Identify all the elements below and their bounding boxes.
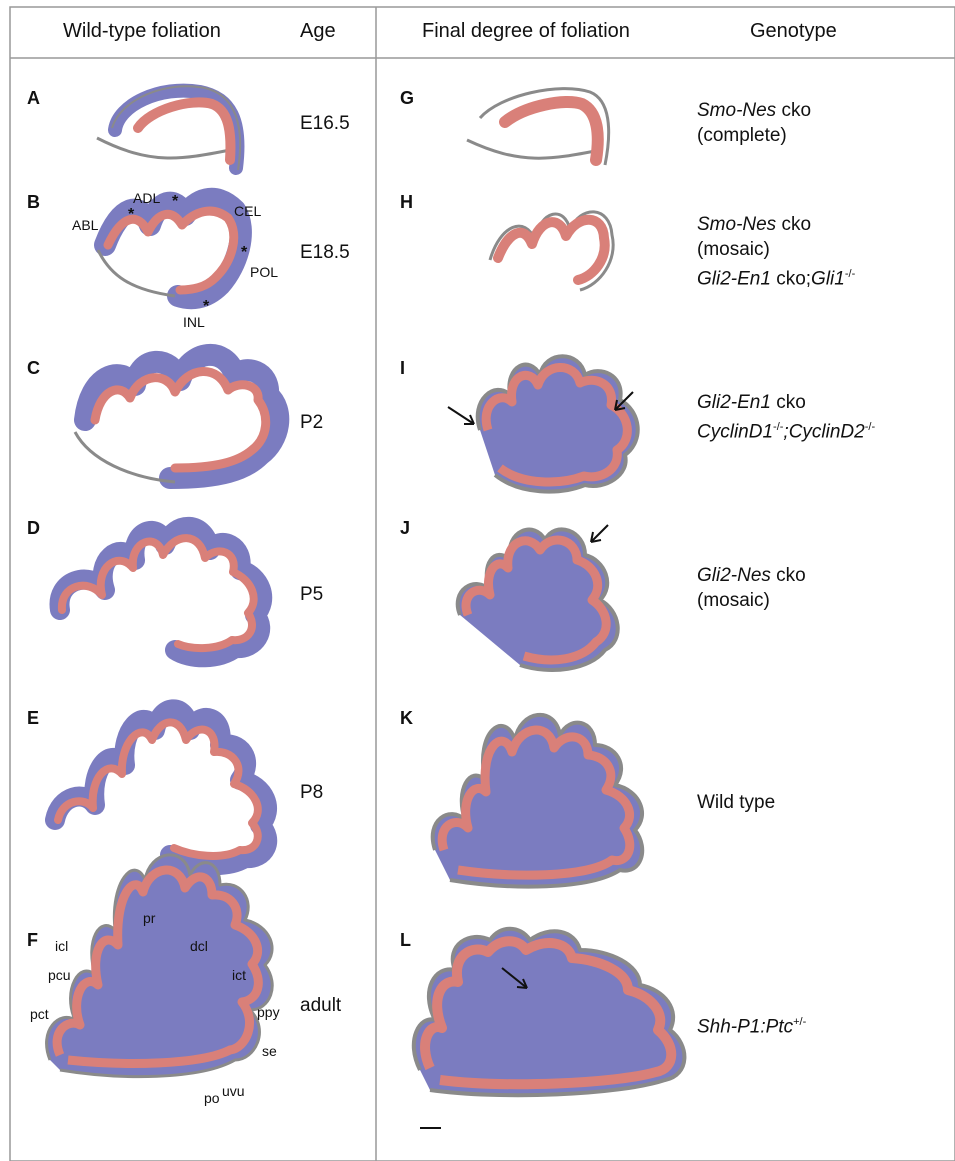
star-marker: * <box>241 244 247 262</box>
label-po: po <box>204 1090 220 1106</box>
cerebellum-i <box>448 356 638 491</box>
label-abl: ABL <box>72 217 98 233</box>
cerebellum-h <box>490 212 613 290</box>
label-pol: POL <box>250 264 278 280</box>
cerebellum-f-adult <box>47 855 273 1077</box>
cerebellum-j <box>458 525 618 670</box>
cerebellum-k <box>433 715 643 887</box>
star-marker: * <box>203 298 209 316</box>
cerebellum-b-e18 <box>98 199 241 298</box>
label-pcu: pcu <box>48 967 71 983</box>
label-inl: INL <box>183 314 205 330</box>
label-uvu: uvu <box>222 1083 245 1099</box>
cerebellum-g <box>467 89 609 165</box>
cerebellum-d-p5 <box>60 527 263 657</box>
label-dcl: dcl <box>190 938 208 954</box>
star-marker: * <box>128 206 134 224</box>
label-adl: ADL <box>133 190 160 206</box>
cerebellum-e-p8 <box>55 709 267 865</box>
label-icl: icl <box>55 938 68 954</box>
cerebellum-l <box>414 929 685 1128</box>
label-ict: ict <box>232 967 246 983</box>
label-pct: pct <box>30 1006 49 1022</box>
label-pr: pr <box>143 910 155 926</box>
label-ppy: ppy <box>257 1004 280 1020</box>
label-se: se <box>262 1043 277 1059</box>
cerebellum-a-e16 <box>97 86 240 170</box>
star-marker: * <box>172 193 178 211</box>
cerebellum-c-p2 <box>75 355 278 482</box>
label-cel: CEL <box>234 203 261 219</box>
